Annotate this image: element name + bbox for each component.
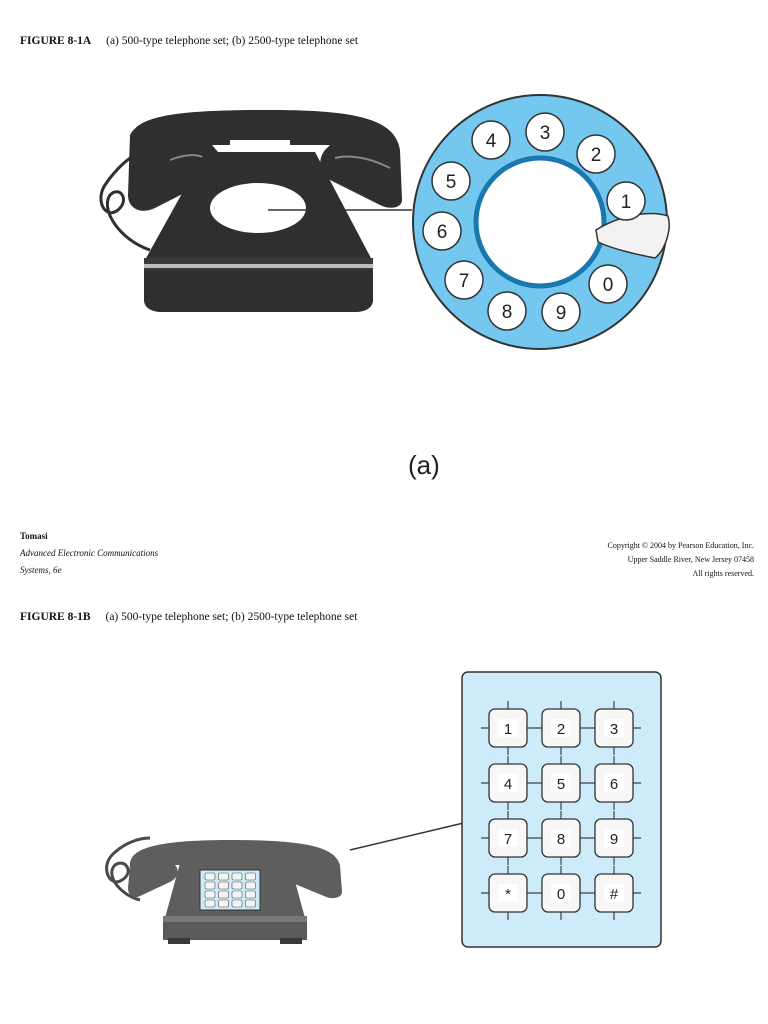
figure-a-text: (a) 500-type telephone set; (b) 2500-typ… [106, 35, 359, 47]
small-key [245, 872, 256, 881]
keypad-key-label: 6 [610, 776, 618, 793]
footer-copyright-line1: Copyright © 2004 by Pearson Education, I… [607, 541, 755, 550]
leader-line-b [349, 819, 477, 851]
figure-b-label: FIGURE 8-1B [20, 611, 91, 623]
dial-hole-4: 4 [471, 120, 511, 160]
small-key [231, 881, 243, 890]
dial-hole-0: 0 [588, 264, 628, 304]
keypad-key-7: 7 [481, 811, 535, 865]
phone-base [144, 270, 373, 312]
dial-digit: 7 [459, 271, 470, 292]
dial-hole-1: 1 [606, 181, 646, 221]
footer-author: Tomasi [20, 531, 48, 541]
handset-cradle-gap [230, 140, 290, 152]
dial-hole-6: 6 [422, 211, 462, 251]
keypad-key-2: 2 [534, 701, 588, 755]
touchtone-telephone-illustration: 1 2 3 4 5 6 7 8 9 * 0 # [105, 671, 662, 948]
small-key [231, 890, 243, 899]
dial-digit: 4 [486, 131, 497, 152]
keypad-key-label: 9 [610, 831, 618, 848]
dial-hole-7: 7 [444, 260, 484, 300]
footer-copyright-line2: Upper Saddle River, New Jersey 07458 [627, 555, 754, 564]
keypad-key-label: 8 [557, 831, 565, 848]
dial-digit: 6 [437, 222, 448, 243]
keypad-key-label: * [505, 886, 511, 903]
small-key [231, 872, 243, 881]
sub-label-a: (a) [408, 450, 440, 480]
figure-a-caption: FIGURE 8-1A (a) 500-type telephone set; … [20, 35, 358, 47]
keypad-key-4: 4 [481, 756, 535, 810]
footer-left: Tomasi Advanced Electronic Communication… [20, 528, 158, 579]
keypad-key-5: 5 [534, 756, 588, 810]
dial-digit: 0 [603, 275, 614, 296]
keypad-key-0: 0 [534, 866, 588, 920]
keypad-key-label: 5 [557, 776, 565, 793]
small-key [245, 890, 256, 899]
keypad-key-1: 1 [481, 701, 535, 755]
small-key [204, 872, 216, 881]
footer-book-line1: Advanced Electronic Communications [20, 548, 159, 558]
dial-digit: 8 [502, 302, 513, 323]
keypad-key-label: 2 [557, 721, 565, 738]
small-key [218, 881, 229, 890]
small-key [245, 881, 256, 890]
small-key [218, 890, 229, 899]
small-key [245, 899, 256, 908]
dial-center [473, 155, 607, 289]
dial-hole-3: 3 [525, 112, 565, 152]
small-key [218, 872, 229, 881]
small-key [204, 881, 216, 890]
keypad-key-label: # [610, 886, 619, 903]
figure-b-caption: FIGURE 8-1B (a) 500-type telephone set; … [20, 611, 357, 623]
small-key [204, 890, 216, 899]
footer-copyright-line3: All rights reserved. [692, 569, 754, 578]
dial-digit: 1 [621, 192, 632, 213]
keypad-key-hash: # [587, 866, 641, 920]
phone-cord [99, 148, 151, 252]
phone-base-b [163, 922, 307, 940]
dial-digit: 3 [540, 123, 551, 144]
keypad-key-label: 7 [504, 831, 512, 848]
dial-window [210, 183, 306, 233]
figure-b-text: (a) 500-type telephone set; (b) 2500-typ… [105, 611, 358, 623]
small-key [204, 899, 216, 908]
footer-right: Copyright © 2004 by Pearson Education, I… [608, 539, 755, 581]
figure-a-label: FIGURE 8-1A [20, 35, 92, 47]
phone-cord-b [105, 836, 151, 902]
keypad-key-6: 6 [587, 756, 641, 810]
keypad-key-label: 4 [504, 776, 512, 793]
handset-b [128, 840, 342, 899]
keypad-key-9: 9 [587, 811, 641, 865]
dial-hole-8: 8 [487, 291, 527, 331]
rotary-telephone-illustration: 1 2 3 4 5 6 7 8 9 0 [99, 94, 670, 350]
keypad-key-8: 8 [534, 811, 588, 865]
small-key [231, 899, 243, 908]
dial-digit: 2 [591, 145, 602, 166]
dial-hole-2: 2 [576, 134, 616, 174]
dial-digit: 5 [446, 172, 457, 193]
small-key [218, 899, 229, 908]
dial-hole-5: 5 [431, 161, 471, 201]
keypad-key-label: 0 [557, 886, 565, 903]
dial-hole-9: 9 [541, 292, 581, 332]
keypad-key-3: 3 [587, 701, 641, 755]
keypad-key-label: 3 [610, 721, 618, 738]
keypad-key-star: * [481, 866, 535, 920]
footer-book-line2: Systems, 6e [20, 565, 62, 575]
dial-digit: 9 [556, 303, 567, 324]
keypad-key-label: 1 [504, 721, 512, 738]
